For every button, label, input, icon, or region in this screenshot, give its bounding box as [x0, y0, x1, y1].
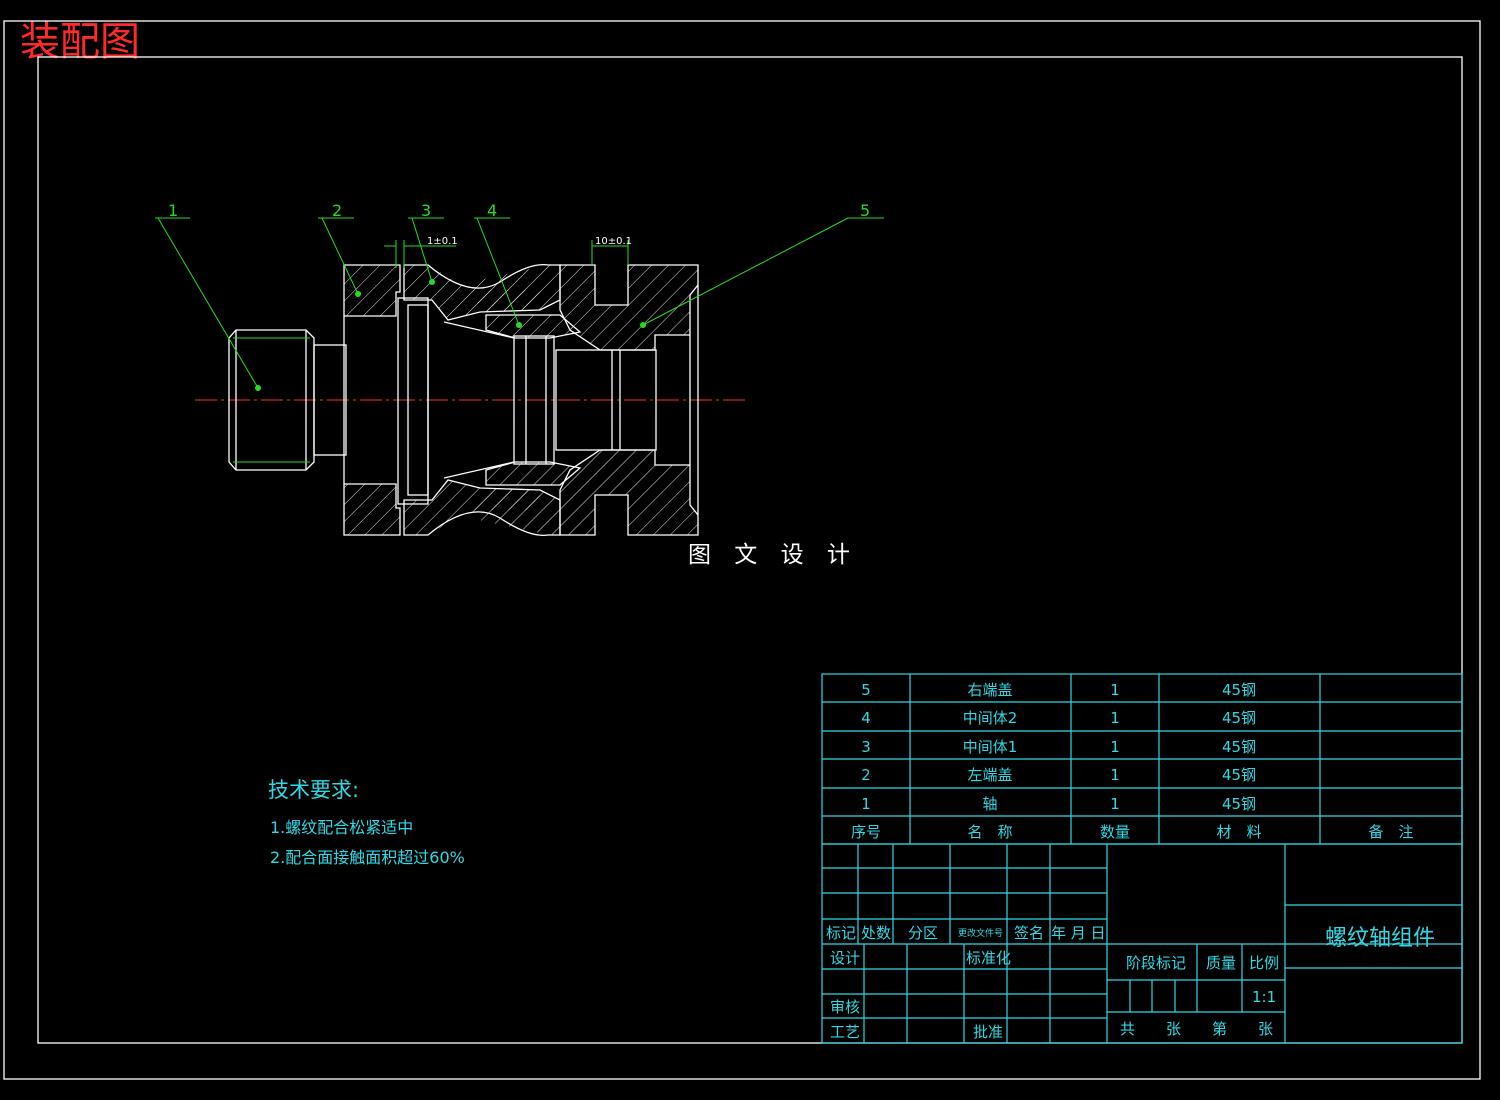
rev-mark: 标记 [826, 924, 856, 942]
tb-standardize: 标准化 [966, 949, 1011, 967]
part-middle-body-1 [397, 263, 561, 537]
header-remark: 备 注 [1368, 823, 1413, 841]
row-3-no: 3 [861, 738, 871, 756]
tb-scale-label: 比例 [1249, 954, 1279, 972]
balloon-5: 5 [860, 201, 870, 220]
part-shaft [228, 329, 347, 471]
row-5-no: 5 [861, 681, 871, 699]
tb-sheets: 张 [1166, 1020, 1181, 1038]
title-block [821, 843, 1463, 1044]
row-5-qty: 1 [1110, 681, 1120, 699]
tb-stage-mark: 阶段标记 [1126, 954, 1186, 972]
row-4-name: 中间体2 [963, 709, 1018, 727]
tb-sheets-2: 张 [1258, 1020, 1273, 1038]
tb-design: 设计 [830, 949, 860, 967]
row-2-no: 2 [861, 766, 871, 784]
row-4-material: 45钢 [1222, 709, 1256, 727]
tech-requirement-1: 1.螺纹配合松紧适中 [270, 818, 414, 837]
dimension-1-text: 1±0.1 [427, 236, 458, 247]
row-5-name: 右端盖 [967, 681, 1012, 699]
rev-doc-no: 更改文件号 [958, 927, 1003, 939]
row-1-name: 轴 [982, 795, 997, 813]
header-qty: 数量 [1100, 823, 1130, 841]
title-block-text: 标记 处数 分区 更改文件号 签名 年 月 日 设计 标准化 审核 工艺 批准 … [826, 924, 1435, 1041]
tb-total: 共 [1120, 1020, 1135, 1038]
tb-process: 工艺 [830, 1023, 860, 1041]
header-no: 序号 [851, 823, 881, 841]
rev-signature: 签名 [1014, 924, 1044, 942]
row-2-name: 左端盖 [967, 766, 1012, 784]
dimension-2: 10±0.1 [591, 236, 632, 265]
tb-review: 审核 [830, 998, 860, 1016]
balloon-leaders: 1 2 3 4 5 [155, 201, 884, 391]
row-4-qty: 1 [1110, 709, 1120, 727]
row-2-qty: 1 [1110, 766, 1120, 784]
rev-date: 年 月 日 [1051, 924, 1106, 942]
row-3-qty: 1 [1110, 738, 1120, 756]
rev-zone: 分区 [908, 924, 938, 942]
part-left-end-cap [343, 264, 401, 536]
tech-requirement-2: 2.配合面接触面积超过60% [270, 848, 465, 867]
tb-approve: 批准 [973, 1023, 1003, 1041]
row-5-material: 45钢 [1222, 681, 1256, 699]
outer-frame [3, 20, 1481, 1080]
inner-frame [37, 56, 1463, 1044]
balloon-4: 4 [487, 201, 497, 220]
tb-mass: 质量 [1206, 954, 1236, 972]
dimension-2-text: 10±0.1 [595, 236, 632, 247]
parts-list-text: 5 右端盖 1 45钢 4 中间体2 1 45钢 3 中间体1 1 45钢 2 … [851, 681, 1414, 841]
tb-scale-value: 1:1 [1252, 988, 1276, 1006]
row-1-material: 45钢 [1222, 795, 1256, 813]
row-4-no: 4 [861, 709, 871, 727]
row-3-material: 45钢 [1222, 738, 1256, 756]
watermark-text: 图 文 设 计 [688, 542, 858, 568]
balloon-1: 1 [168, 201, 178, 220]
balloon-2: 2 [332, 201, 342, 220]
tech-requirements-heading: 技术要求: [268, 778, 360, 802]
part-middle-body-2 [443, 314, 582, 486]
header-material: 材 料 [1216, 823, 1261, 841]
parts-list-table [821, 673, 1463, 845]
row-1-qty: 1 [1110, 795, 1120, 813]
part-right-end-cap [555, 264, 699, 536]
dimension-1: 1±0.1 [384, 236, 458, 268]
header-name: 名 称 [967, 823, 1012, 841]
row-1-no: 1 [861, 795, 871, 813]
tb-sheet-no: 第 [1212, 1020, 1227, 1038]
tb-drawing-name: 螺纹轴组件 [1325, 926, 1435, 951]
balloon-3: 3 [421, 201, 431, 220]
rev-count: 处数 [861, 924, 891, 942]
row-3-name: 中间体1 [963, 738, 1018, 756]
row-2-material: 45钢 [1222, 766, 1256, 784]
